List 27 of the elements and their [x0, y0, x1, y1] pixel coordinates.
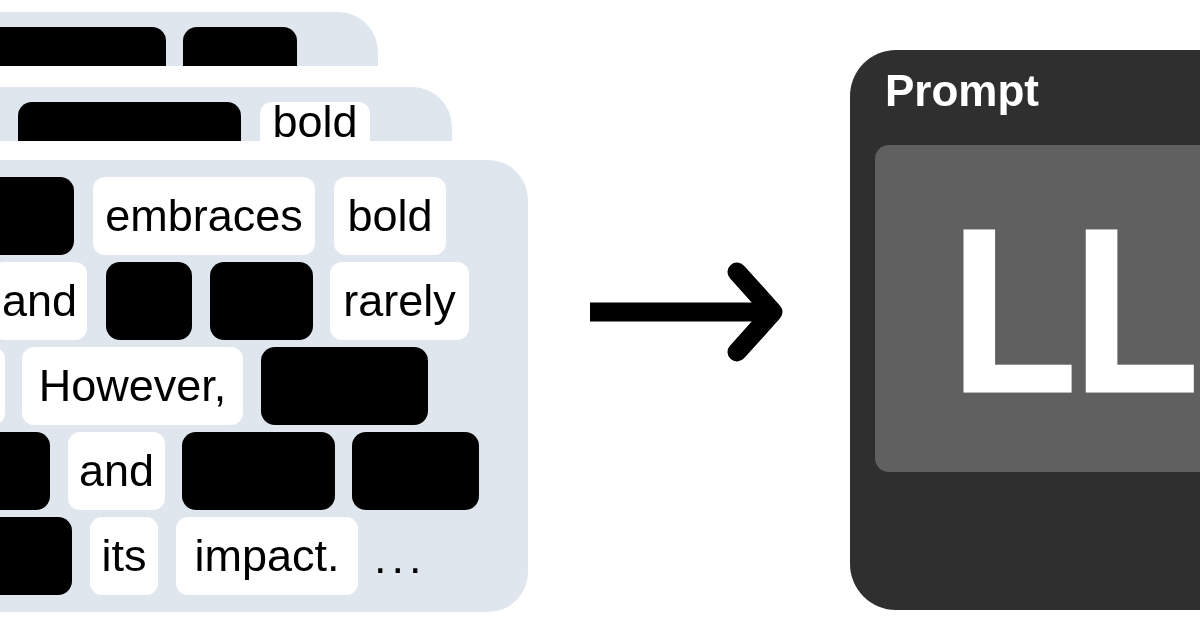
redacted-word — [210, 262, 313, 340]
redacted-word — [182, 432, 335, 510]
redacted-word — [183, 27, 297, 66]
model-label: LL — [951, 201, 1196, 421]
document-card — [0, 160, 528, 612]
word-tile: its — [90, 517, 158, 595]
panel-heading: Prompt — [885, 66, 1039, 116]
redacted-word — [106, 262, 192, 340]
redacted-word — [0, 177, 74, 255]
word-tile: embraces — [93, 177, 315, 255]
redacted-word — [352, 432, 479, 510]
model-box — [875, 145, 1200, 472]
word-tile: bold — [260, 102, 370, 141]
word-tile: and — [0, 262, 87, 340]
document-card — [0, 87, 452, 141]
document-card — [0, 12, 378, 66]
word-tile: bold — [334, 177, 446, 255]
ellipsis-text: ... — [374, 531, 427, 585]
word-tile: However, — [22, 347, 243, 425]
redacted-word — [18, 102, 241, 141]
word-tile: impact. — [176, 517, 358, 595]
redacted-word — [0, 27, 166, 66]
word-tile: and — [68, 432, 165, 510]
word-tile: rarely — [330, 262, 469, 340]
redacted-word — [261, 347, 428, 425]
redacted-word — [0, 517, 72, 595]
prompt-panel — [850, 50, 1200, 610]
